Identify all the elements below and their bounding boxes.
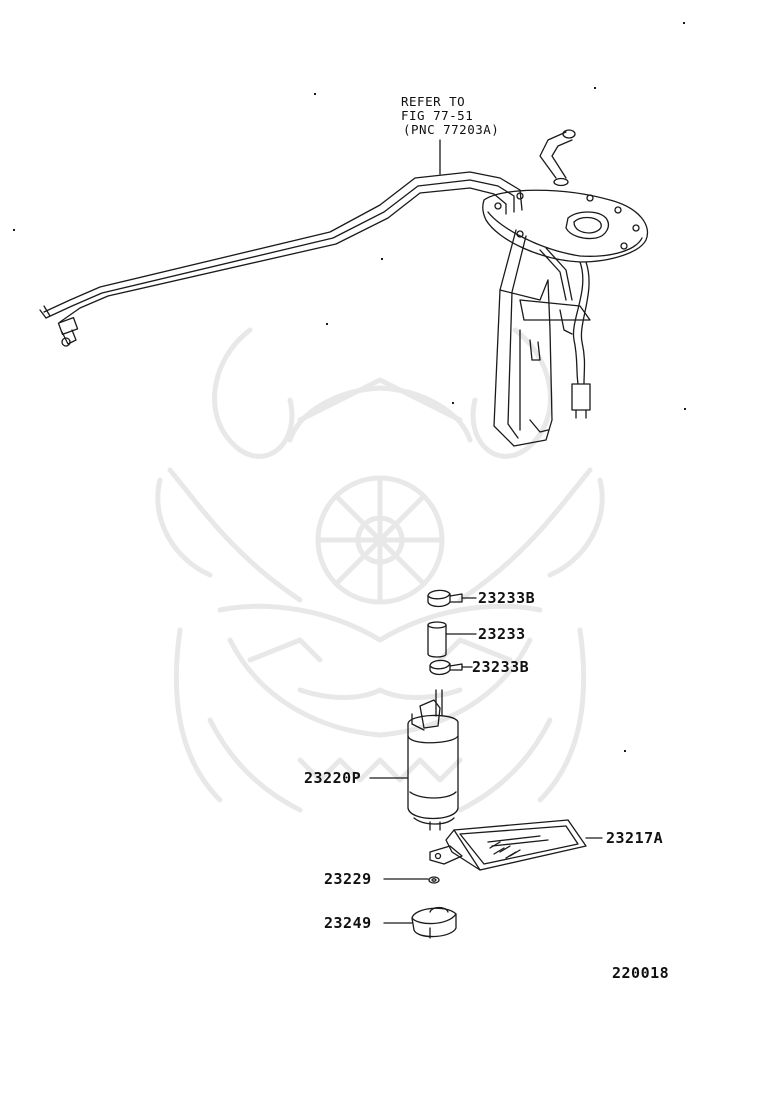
callout-23217A[interactable]: 23217A	[606, 829, 664, 847]
cushion-part	[411, 906, 457, 939]
reference-note-line-1: REFER TO	[401, 94, 466, 109]
fuel-strainer-part	[429, 819, 587, 871]
callout-23233B-top[interactable]: 23233B	[478, 589, 536, 607]
hose-part	[427, 621, 447, 658]
clamp-top-part	[427, 589, 463, 608]
callout-23220P[interactable]: 23220P	[304, 769, 362, 787]
callout-23233B-bottom[interactable]: 23233B	[472, 658, 530, 676]
leader-lines	[369, 597, 603, 924]
reference-note-line-3: (PNC 77203A)	[403, 122, 500, 137]
callout-23249[interactable]: 23249	[324, 914, 372, 932]
sender-wiring	[559, 261, 591, 419]
reference-note-line-2: FIG 77-51	[401, 108, 474, 123]
vent-tube	[539, 129, 576, 187]
watermark-logo	[155, 327, 605, 813]
grommet-part	[428, 876, 440, 884]
callout-23233[interactable]: 23233	[478, 625, 526, 643]
fuel-pump-part	[407, 689, 459, 831]
scan-specks	[13, 22, 686, 752]
pump-bracket-flange	[482, 189, 648, 263]
reference-note: REFER TO FIG 77-51 (PNC 77203A)	[401, 95, 499, 137]
figure-number: 220018	[612, 964, 670, 982]
pump-bracket-body	[493, 229, 591, 447]
clamp-bottom-part	[429, 659, 463, 676]
fuel-lines	[39, 171, 523, 347]
callout-23229[interactable]: 23229	[324, 870, 372, 888]
